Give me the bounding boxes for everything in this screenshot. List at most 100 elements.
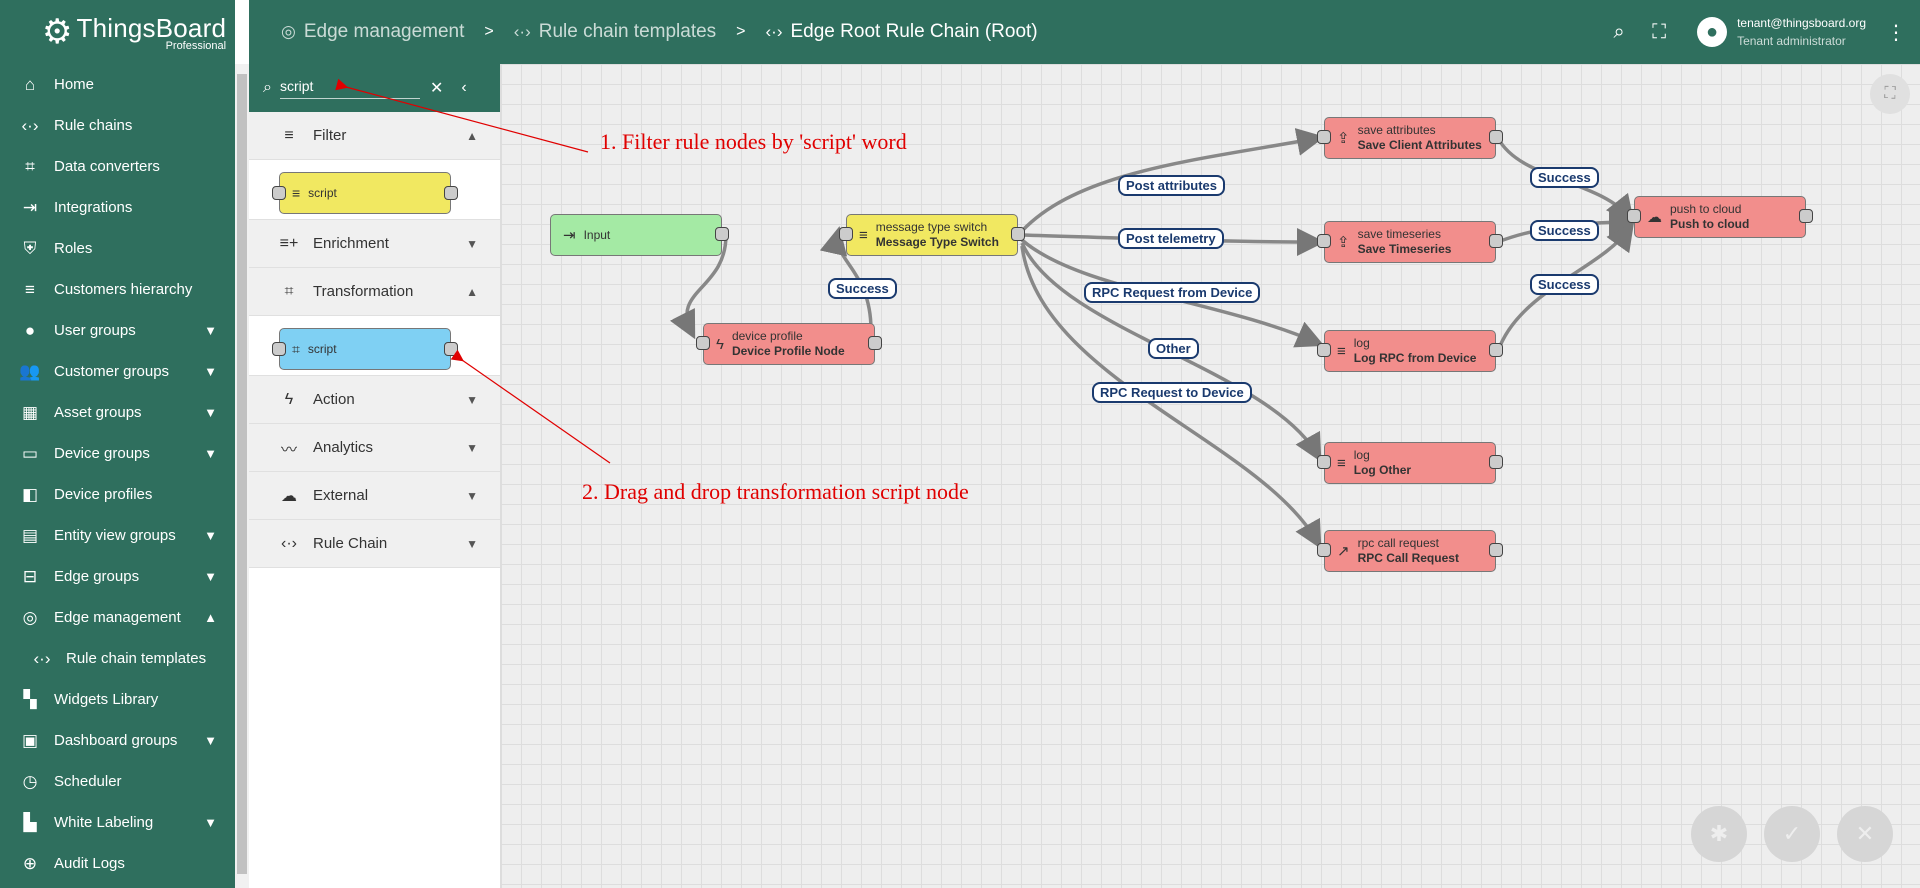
edge-label-other[interactable]: Other — [1148, 338, 1199, 359]
sidebar-item-home[interactable]: ⌂Home — [0, 64, 235, 105]
category-filter-content: ≡ script — [249, 160, 500, 220]
scrollbar-thumb[interactable] — [237, 74, 247, 874]
category-enrichment[interactable]: ≡+Enrichment▼ — [249, 220, 500, 268]
apply-changes-button[interactable]: ✓ — [1764, 806, 1820, 862]
track-changes-icon: ⊕ — [22, 853, 38, 873]
sidebar-item-customer-groups[interactable]: 👥Customer groups▼ — [0, 351, 235, 392]
node-output-port[interactable] — [1489, 455, 1503, 469]
sidebar-item-asset-groups[interactable]: ▦Asset groups▼ — [0, 392, 235, 433]
transform-icon: ⌗ — [292, 340, 300, 357]
sidebar-item-white-labeling[interactable]: ▙White Labeling▼ — [0, 802, 235, 843]
sidebar-item-rule-chains[interactable]: ‹·›Rule chains — [0, 105, 235, 146]
sidebar-item-rule-chain-templates[interactable]: ‹·›Rule chain templates — [0, 638, 235, 679]
sidebar-item-entity-view-groups[interactable]: ▤Entity view groups▼ — [0, 515, 235, 556]
search-icon[interactable]: ⌕ — [1613, 20, 1625, 43]
node-output-port[interactable] — [1489, 343, 1503, 357]
sidebar-item-integrations[interactable]: ⇥Integrations — [0, 187, 235, 228]
sidebar: ⚙ ThingsBoard Professional ⌂Home ‹·›Rule… — [0, 0, 235, 888]
breadcrumb-label: Edge Root Rule Chain (Root) — [790, 21, 1038, 42]
node-output-port[interactable] — [1011, 227, 1025, 241]
node-input-port[interactable] — [1627, 209, 1641, 223]
category-analytics[interactable]: 〰Analytics▼ — [249, 424, 500, 472]
node-output-port[interactable] — [1489, 234, 1503, 248]
sidebar-item-roles[interactable]: ⛨Roles — [0, 228, 235, 269]
more-vert-icon[interactable]: ⋮ — [1886, 21, 1906, 44]
node-input-port[interactable] — [1317, 343, 1331, 357]
node-input-port[interactable] — [696, 336, 710, 350]
sidebar-scrollbar[interactable] — [235, 64, 249, 888]
node-input-port[interactable] — [1317, 543, 1331, 557]
node-output-port[interactable] — [868, 336, 882, 350]
file-upload-icon: ⇪ — [1337, 130, 1350, 147]
decline-changes-button[interactable]: ✕ — [1837, 806, 1893, 862]
logo[interactable]: ⚙ ThingsBoard Professional — [0, 0, 235, 64]
edge-label-success[interactable]: Success — [1530, 167, 1599, 188]
fullscreen-icon[interactable]: ⛶ — [1870, 74, 1910, 114]
category-filter[interactable]: ≡Filter▲ — [249, 112, 500, 160]
edge-label-post-telemetry[interactable]: Post telemetry — [1118, 228, 1224, 249]
edge-label-success[interactable]: Success — [1530, 220, 1599, 241]
edge-label-post-attributes[interactable]: Post attributes — [1118, 175, 1226, 196]
library-node-filter-script[interactable]: ≡ script — [272, 172, 458, 214]
node-input-port — [272, 186, 286, 200]
category-transformation[interactable]: ⌗Transformation▲ — [249, 268, 500, 316]
node-input[interactable]: ⇥ Input — [550, 214, 729, 256]
node-input-port[interactable] — [1317, 234, 1331, 248]
node-output-port[interactable] — [1489, 543, 1503, 557]
edge-label-rpc-request-to-device[interactable]: RPC Request to Device — [1092, 382, 1252, 403]
library-search-input[interactable]: script — [279, 78, 420, 99]
timeline-icon: 〰 — [280, 441, 297, 459]
sidebar-item-audit-logs[interactable]: ⊕Audit Logs — [0, 843, 235, 884]
sidebar-item-edge-management[interactable]: ◎Edge management▲ — [0, 597, 235, 638]
sidebar-item-scheduler[interactable]: ◷Scheduler — [0, 761, 235, 802]
breadcrumb-rule-chain-templates[interactable]: ‹·›Rule chain templates — [514, 21, 716, 43]
sidebar-item-customers-hierarchy[interactable]: ≡Customers hierarchy — [0, 269, 235, 310]
sidebar-item-device-groups[interactable]: ▭Device groups▼ — [0, 433, 235, 474]
breadcrumb-separator: > — [736, 23, 746, 40]
node-input-port[interactable] — [839, 227, 853, 241]
flash-on-icon: ϟ — [284, 390, 294, 408]
category-rule-chain[interactable]: ‹·›Rule Chain▼ — [249, 520, 500, 568]
node-output-port[interactable] — [1489, 130, 1503, 144]
code-icon: ‹·› — [281, 534, 297, 552]
sidebar-item-data-converters[interactable]: ⌗Data converters — [0, 146, 235, 187]
brand-edition: Professional — [165, 39, 227, 52]
close-icon[interactable]: ✕ — [429, 80, 444, 97]
sidebar-item-widgets-library[interactable]: ▚Widgets Library — [0, 679, 235, 720]
breadcrumb-edge-management[interactable]: ◎Edge management — [281, 21, 464, 43]
input-icon: ⇥ — [22, 197, 38, 217]
node-input-port[interactable] — [1317, 455, 1331, 469]
node-output-port[interactable] — [715, 227, 729, 241]
category-external[interactable]: ☁External▼ — [249, 472, 500, 520]
node-output-port[interactable] — [1799, 209, 1813, 223]
chevron-left-icon[interactable]: ‹ — [461, 79, 467, 96]
user-menu[interactable]: ● tenant@thingsboard.org Tenant administ… — [1697, 16, 1906, 48]
user-role: Tenant administrator — [1737, 34, 1846, 48]
library-node-label: script — [307, 342, 337, 356]
sidebar-item-edge-groups[interactable]: ⊟Edge groups▼ — [0, 556, 235, 597]
sidebar-item-dashboard-groups[interactable]: ▣Dashboard groups▼ — [0, 720, 235, 761]
debug-button[interactable]: ✱ — [1691, 806, 1747, 862]
edge-label-rpc-request-from-device[interactable]: RPC Request from Device — [1084, 282, 1261, 303]
node-type: save timeseries — [1357, 227, 1441, 241]
sidebar-item-user-groups[interactable]: ●User groups▼ — [0, 310, 235, 351]
top-bar: ◎Edge management > ‹·›Rule chain templat… — [249, 0, 1920, 64]
node-input-port[interactable] — [1317, 130, 1331, 144]
router-icon: ◎ — [22, 607, 38, 627]
fullscreen-icon[interactable]: ⛶ — [1652, 20, 1667, 43]
chevron-up-icon: ▲ — [466, 284, 478, 299]
edge-label-success[interactable]: Success — [1530, 274, 1599, 295]
sidebar-item-device-profiles[interactable]: ◧Device profiles — [0, 474, 235, 515]
library-node-transformation-script[interactable]: ⌗ script — [272, 328, 458, 370]
edge-label-success[interactable]: Success — [828, 278, 897, 299]
breadcrumb: ◎Edge management > ‹·›Rule chain templat… — [281, 21, 1038, 43]
